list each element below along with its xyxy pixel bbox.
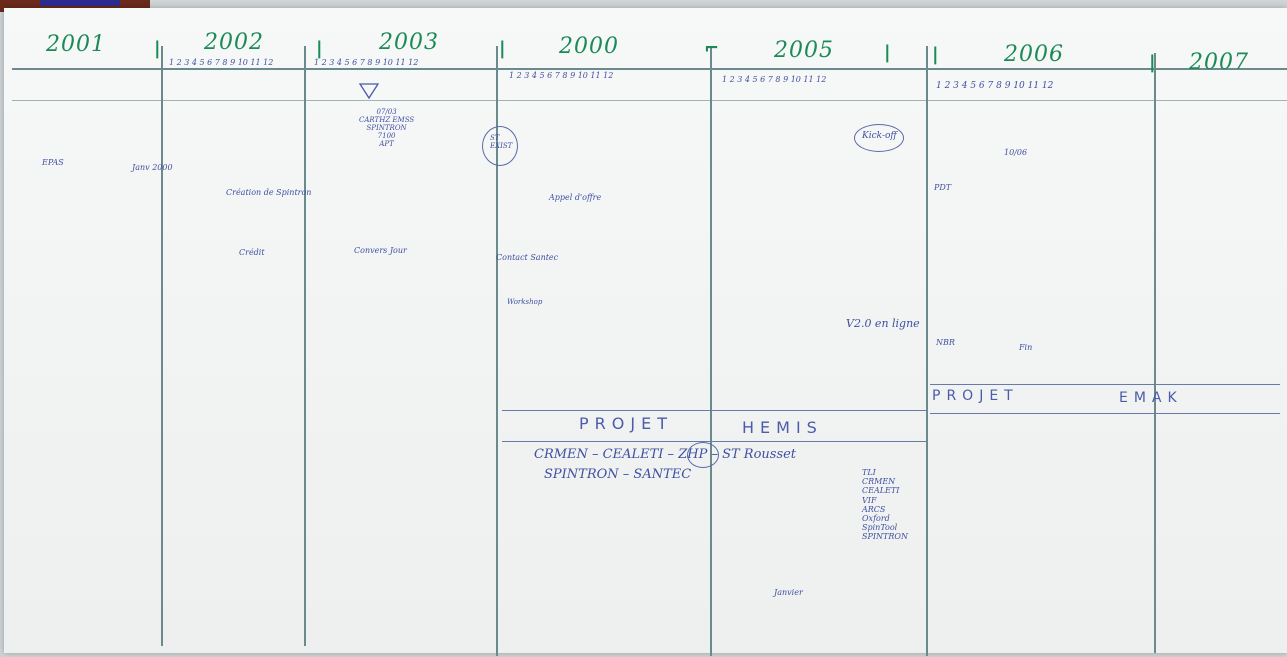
project-hemis-band (502, 410, 926, 442)
note-2000-c: Contact Santec (496, 253, 559, 262)
timeline-guide (12, 100, 1287, 101)
note-2006-c: NBR (936, 338, 955, 347)
green-tick: ⌐ (704, 38, 720, 59)
month-scale-2003: 1 2 3 4 5 6 7 8 9 10 11 12 (314, 58, 419, 67)
separator-2001-2002 (161, 46, 163, 646)
project-hemis-partners-2: SPINTRON – SANTEC (544, 467, 692, 482)
note-2006-b: 10/06 (1004, 148, 1028, 157)
green-tick: | (932, 44, 939, 65)
triangle-marker-icon (358, 83, 380, 100)
note-2006-d: Fin (1019, 343, 1033, 352)
year-label-2000: 2000 (559, 34, 619, 59)
project-hemis-title-a: PROJET (579, 414, 673, 433)
year-label-2001: 2001 (46, 32, 106, 57)
green-tick: | (316, 38, 323, 59)
year-label-2006: 2006 (1004, 42, 1064, 67)
month-scale-2006: 1 2 3 4 5 6 7 8 9 10 11 12 (936, 81, 1054, 91)
separator-2003-2000 (496, 46, 498, 656)
year-label-2003: 2003 (379, 30, 439, 55)
note-2005-d: Janvier (774, 588, 803, 597)
note-2003-b: Convers Jour (354, 246, 407, 255)
st-circle (687, 442, 719, 468)
separator-2002-2003 (304, 46, 306, 646)
project-emak-band (930, 384, 1280, 414)
green-tick: | (499, 38, 506, 59)
green-tick: | (154, 38, 161, 59)
project-emak-title-b: EMAK (1119, 390, 1183, 406)
kickoff-circle (854, 124, 904, 152)
project-hemis-title-b: HEMIS (742, 418, 823, 437)
note-2003-a: 07/03 CARTHZ EMSS SPINTRON 7100 APT (359, 108, 415, 149)
wall-top-strip-blue (40, 0, 120, 6)
note-2002-a: Création de Spintron (226, 188, 312, 197)
note-2000-b: Appel d'offre (549, 193, 602, 202)
year-label-2002: 2002 (204, 30, 264, 55)
month-scale-2000: 1 2 3 4 5 6 7 8 9 10 11 12 (509, 71, 614, 80)
note-2000-a: ST EXIST (490, 134, 513, 151)
timeline-axis (12, 68, 1287, 70)
month-scale-2005: 1 2 3 4 5 6 7 8 9 10 11 12 (722, 75, 827, 84)
year-label-2005: 2005 (774, 38, 834, 63)
note-2005-c: TLI CRMEN CEALETI VIF ARCS Oxford SpinTo… (862, 468, 908, 542)
note-2000-d: Workshop (507, 298, 543, 306)
st-exist-circle (482, 126, 518, 166)
note-2006-a: PDT (934, 183, 952, 192)
separator-2005-2006 (926, 46, 928, 656)
green-tick: | (1149, 52, 1156, 73)
note-2005-b: V2.0 en ligne (846, 317, 920, 330)
separator-2000-2005 (710, 46, 712, 656)
month-scale-2002: 1 2 3 4 5 6 7 8 9 10 11 12 (169, 58, 274, 67)
green-tick: | (884, 42, 891, 63)
note-2005-a: Kick-off (862, 131, 897, 141)
note-2001-b: Janv 2000 (132, 163, 173, 172)
note-2002-b: Crédit (239, 248, 265, 257)
project-hemis-partners: CRMEN – CEALETI – ZHP – ST Rousset (534, 447, 797, 462)
note-2001-a: EPAS (42, 158, 64, 167)
separator-2006-2007 (1154, 53, 1156, 653)
year-label-2007: 2007 (1189, 50, 1249, 75)
project-emak-title-a: PROJET (932, 388, 1019, 404)
paper-sheet: 2001 2002 2003 2000 2005 2006 2007 | | |… (4, 8, 1287, 656)
